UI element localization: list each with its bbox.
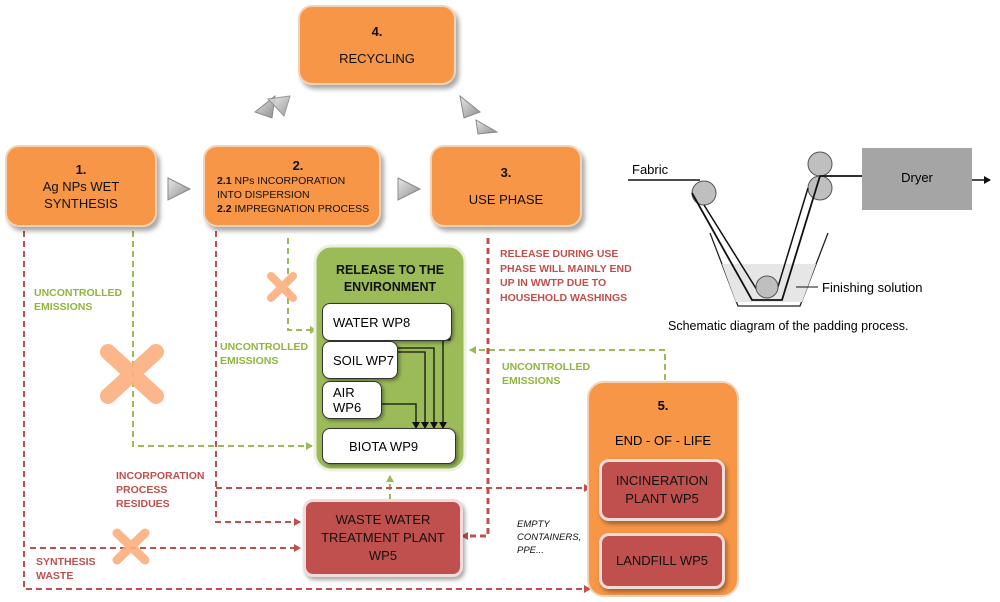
soil-box: SOIL WP7 — [322, 341, 398, 379]
padding-schematic — [628, 148, 991, 307]
cross-icon-synthesis — [112, 528, 150, 565]
end-of-life-label: END - OF - LIFE — [614, 433, 712, 448]
green-flows — [132, 231, 666, 500]
cross-icon — [100, 344, 164, 404]
padding-caption: Schematic diagram of the padding process… — [668, 319, 909, 333]
cross-icon-small — [267, 272, 297, 302]
recycling-box: 4. RECYCLING — [298, 5, 456, 85]
step-number: 2. — [292, 157, 304, 173]
air-box: AIR WP6 — [322, 381, 382, 419]
water-box: WATER WP8 — [322, 303, 452, 341]
step-number: 3. — [500, 165, 512, 180]
step-number: 1. — [75, 161, 87, 177]
incorporation-text: 2.1 NPs INCORPORATION INTO DISPERSION 2.… — [217, 174, 370, 215]
synthesis-line2: SYNTHESIS — [44, 195, 118, 211]
red-flows — [23, 231, 591, 593]
flow-triangles — [167, 94, 499, 201]
synthesis-line1: Ag NPs WET — [42, 178, 120, 194]
step-number: 4. — [371, 24, 383, 39]
dryer-label: Dryer — [901, 170, 933, 185]
biota-box: BIOTA WP9 — [322, 428, 456, 464]
use-phase-label: USE PHASE — [468, 192, 544, 207]
fabric-label: Fabric — [632, 162, 669, 177]
landfill-box: LANDFILL WP5 — [599, 533, 725, 589]
dryer-box — [862, 148, 972, 210]
end-of-life-number: 5. — [657, 398, 669, 413]
synthesis-box: 1. Ag NPs WET SYNTHESIS — [5, 145, 157, 227]
finishing-solution-label: Finishing solution — [822, 280, 923, 295]
use-phase-box: 3. USE PHASE — [430, 145, 582, 227]
recycling-label: RECYCLING — [339, 51, 415, 66]
incorporation-box: 2. 2.1 NPs INCORPORATION INTO DISPERSION… — [203, 145, 381, 227]
